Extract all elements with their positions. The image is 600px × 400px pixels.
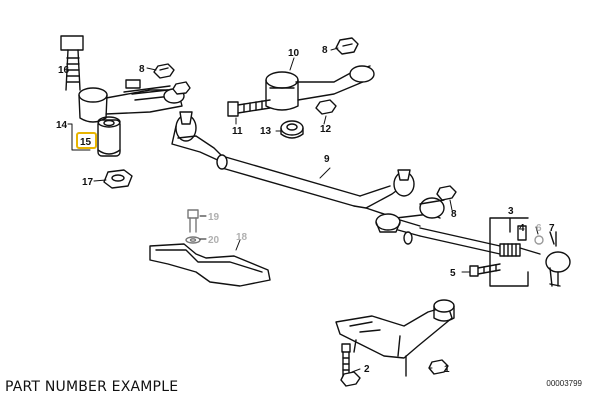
caption-part-number-example: PART NUMBER EXAMPLE bbox=[5, 379, 179, 395]
nut-8-pitman[interactable] bbox=[335, 37, 359, 55]
label-7[interactable]: 7 bbox=[549, 223, 555, 234]
label-19[interactable]: 19 bbox=[208, 212, 220, 223]
clamp-4[interactable] bbox=[517, 225, 527, 241]
nut-12[interactable] bbox=[315, 99, 337, 115]
label-4[interactable]: 4 bbox=[519, 223, 525, 234]
label-18[interactable]: 18 bbox=[236, 232, 248, 243]
label-13[interactable]: 13 bbox=[260, 126, 272, 137]
tie-rod-assembly-3[interactable] bbox=[375, 213, 571, 287]
nut-8-upper[interactable] bbox=[153, 63, 175, 79]
shield-plate-18[interactable] bbox=[149, 243, 271, 287]
bolt-11[interactable] bbox=[227, 99, 271, 117]
bolt-16[interactable] bbox=[60, 35, 84, 91]
idler-arm-lower[interactable] bbox=[335, 299, 455, 359]
nut-8-lower[interactable] bbox=[436, 185, 457, 201]
label-9[interactable]: 9 bbox=[324, 154, 330, 165]
bolt-1[interactable] bbox=[341, 343, 407, 377]
label-17[interactable]: 17 bbox=[82, 177, 94, 188]
diagram-code: 00003799 bbox=[546, 379, 582, 388]
idler-arm-bracket[interactable] bbox=[78, 79, 185, 123]
label-5[interactable]: 5 bbox=[450, 268, 456, 279]
label-15[interactable]: 15 bbox=[80, 137, 92, 148]
nut-17[interactable] bbox=[103, 169, 133, 189]
washer-13[interactable] bbox=[280, 120, 304, 139]
label-10[interactable]: 10 bbox=[288, 48, 300, 59]
center-tie-rod-9[interactable] bbox=[216, 154, 445, 219]
bolt-19[interactable] bbox=[187, 209, 199, 233]
label-6[interactable]: 6 bbox=[536, 223, 542, 234]
nut-2[interactable] bbox=[340, 371, 361, 387]
label-8-upper[interactable]: 8 bbox=[139, 64, 145, 75]
washer-20[interactable] bbox=[185, 236, 201, 244]
label-8-pitman[interactable]: 8 bbox=[322, 45, 328, 56]
pitman-arm-10[interactable] bbox=[265, 65, 375, 111]
nut-8-idler[interactable] bbox=[428, 359, 449, 375]
tie-rod-left-joint[interactable] bbox=[171, 111, 223, 163]
bolt-5[interactable] bbox=[469, 263, 501, 277]
label-20[interactable]: 20 bbox=[208, 235, 220, 246]
label-12[interactable]: 12 bbox=[320, 124, 332, 135]
label-2[interactable]: 2 bbox=[364, 364, 370, 375]
label-16[interactable]: 16 bbox=[58, 65, 70, 76]
label-8-lower[interactable]: 8 bbox=[451, 209, 457, 220]
label-11[interactable]: 11 bbox=[232, 126, 243, 137]
cotter-pin-7[interactable] bbox=[549, 231, 557, 247]
part-labels: 16 8 10 8 14 15 17 11 13 12 9 19 20 18 8… bbox=[56, 45, 555, 375]
leader-lines bbox=[66, 47, 539, 373]
nut-small-arm[interactable] bbox=[172, 81, 191, 95]
nut-6[interactable] bbox=[534, 235, 544, 245]
label-bracket-3 bbox=[489, 217, 529, 287]
label-1[interactable]: 1 bbox=[444, 364, 450, 375]
label-14[interactable]: 14 bbox=[56, 120, 68, 131]
bushing-15[interactable] bbox=[97, 116, 121, 157]
label-3[interactable]: 3 bbox=[508, 206, 514, 217]
highlight-box-15 bbox=[76, 132, 97, 149]
